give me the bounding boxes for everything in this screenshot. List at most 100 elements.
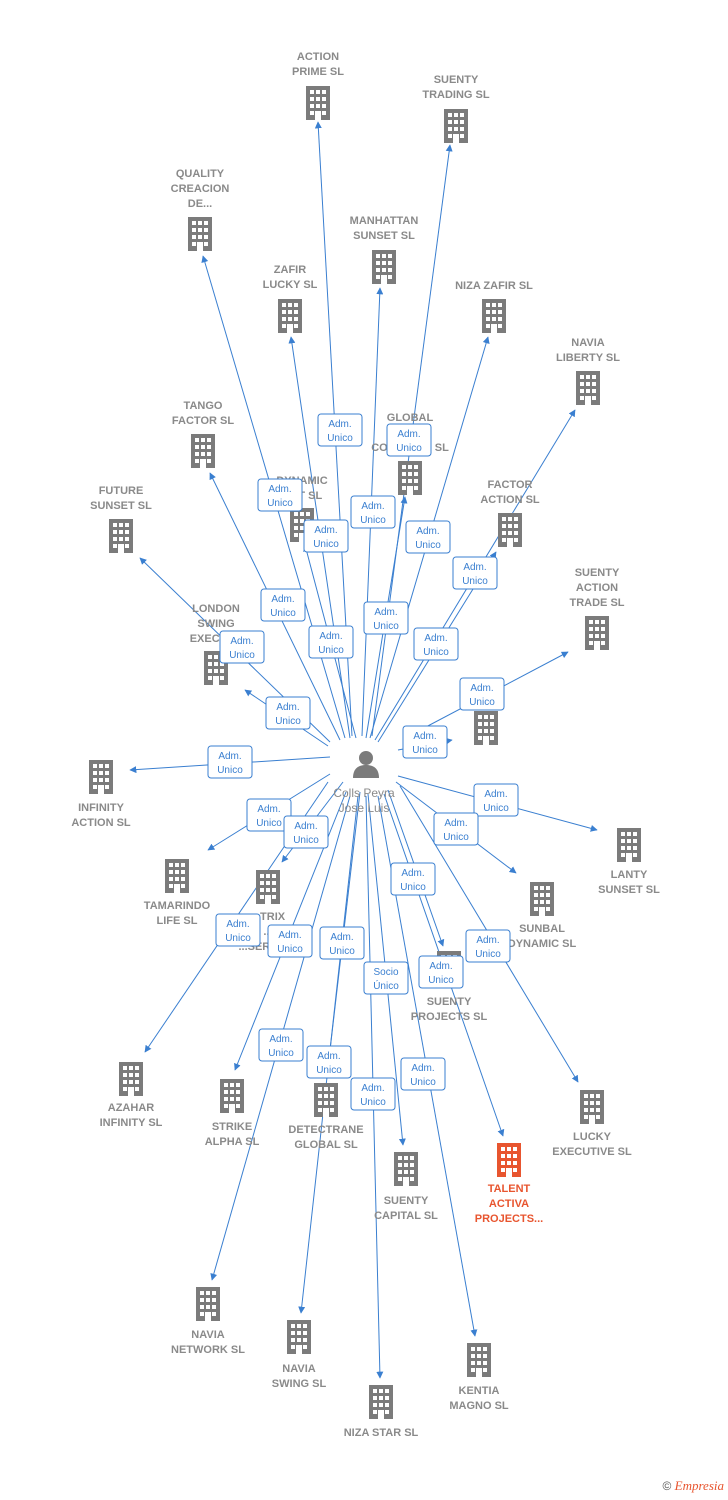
edge-label-text: Unico — [415, 540, 441, 551]
edge-label-kentia-magno: Adm.Unico — [400, 1057, 446, 1091]
company-label-suenty-projects-line1: SUENTY — [427, 996, 472, 1008]
person-node[interactable]: Colls Peyra Jose Luis — [333, 751, 395, 815]
company-label-navia-network-line2: NETWORK SL — [171, 1344, 245, 1356]
edge-label-text: Adm. — [429, 961, 452, 972]
edge-label-text: Unico — [329, 946, 355, 957]
company-label-suenty-action-trade-line3: TRADE SL — [570, 597, 625, 609]
edge-label-text: Adm. — [268, 484, 291, 495]
company-label-suenty-capital-line1: SUENTY — [384, 1195, 429, 1207]
edge-label-suenty-action-trade: Adm.Unico — [459, 677, 505, 711]
building-icon — [369, 1385, 393, 1419]
edge-label-text: Único — [373, 979, 399, 992]
edge-label-sunbal-dynamic: Adm.Unico — [433, 812, 479, 846]
company-label-zafir-lucky-line2: LUCKY SL — [263, 279, 318, 291]
building-icon — [278, 299, 302, 333]
building-icon — [394, 1152, 418, 1186]
building-icon — [580, 1090, 604, 1124]
company-label-sunbal-dynamic-line2: DYNAMIC SL — [508, 938, 577, 950]
building-icon — [314, 1083, 338, 1117]
company-label-action-prime-line2: PRIME SL — [292, 66, 344, 78]
building-icon — [191, 434, 215, 468]
edge-label-suenty-projects: Adm.Unico — [390, 862, 436, 896]
edge-label-text: Unico — [267, 498, 293, 509]
building-icon — [617, 828, 641, 862]
edge-label-lucky-executive: Adm. Unico — [465, 929, 511, 963]
company-label-suenty-capital-line2: CAPITAL SL — [374, 1210, 438, 1222]
edge-label-text: Adm. — [314, 525, 337, 536]
company-label-lanty-sunset-line2: SUNSET SL — [598, 884, 660, 896]
person-icon — [353, 751, 379, 778]
building-icon — [498, 513, 522, 547]
company-label-navia-swing-line1: NAVIA — [282, 1363, 315, 1375]
edge-label-text: Adm. — [361, 501, 384, 512]
edge-label-text: Adm. — [294, 821, 317, 832]
person-name-line2: Jose Luis — [339, 801, 390, 815]
edge-label-strike-alpha: Adm.Unico — [267, 924, 313, 958]
edge-label-text: Adm. — [424, 633, 447, 644]
company-node-niza-zafir[interactable]: NIZA ZAFIR SL — [455, 280, 533, 333]
brand-logo: Empresia — [674, 1478, 724, 1493]
edge-label-text: Unico — [275, 716, 301, 727]
edge-label-text: Unico — [268, 1048, 294, 1059]
edge-label-text: Unico — [229, 650, 255, 661]
building-icon — [287, 1320, 311, 1354]
company-label-azahar-infinity-line1: AZAHAR — [108, 1102, 154, 1114]
edge-label-text: Adm. — [271, 594, 294, 605]
company-label-zafir-lucky-line1: ZAFIR — [274, 264, 306, 276]
company-node-suenty-capital[interactable]: SUENTY CAPITAL SL — [374, 1152, 438, 1222]
company-label-tamarindo-life-line1: TAMARINDO — [144, 900, 211, 912]
company-label-quality-creacion-line2: CREACION — [171, 183, 230, 195]
company-label-future-sunset-line1: FUTURE — [99, 485, 144, 497]
edge-label-text: Unico — [400, 882, 426, 893]
company-label-lucky-executive-line2: EXECUTIVE SL — [552, 1146, 632, 1158]
edge-label-text: Unico — [316, 1065, 342, 1076]
edge-label-text: Adm. — [444, 818, 467, 829]
edge-label-text: Unico — [293, 835, 319, 846]
edge-label-text: Adm. — [257, 804, 280, 815]
company-node-quality-creacion[interactable]: QUALITYCREACIONDE... — [171, 168, 230, 251]
edge-label-text: Unico — [475, 949, 501, 960]
edge-label-matrix-servic: Adm. Unico — [283, 815, 329, 849]
edge-label-navia-network: Adm.Unico — [258, 1028, 304, 1062]
edge-label-text: Adm. — [476, 935, 499, 946]
edge-label-text: Adm. — [374, 607, 397, 618]
edge-label-text: Socio — [373, 967, 398, 978]
company-node-talent-activa[interactable]: TALENTACTIVAPROJECTS... — [475, 1143, 543, 1225]
edge-label-text: Adm. — [226, 919, 249, 930]
building-icon — [188, 217, 212, 251]
edge-label-text: Adm. — [411, 1063, 434, 1074]
company-label-niza-zafir-line1: NIZA ZAFIR SL — [455, 280, 533, 292]
company-label-tamarindo-life-line2: LIFE SL — [157, 915, 198, 927]
company-label-kentia-magno-line2: MAGNO SL — [449, 1400, 509, 1412]
company-label-tango-factor-line2: FACTOR SL — [172, 415, 234, 427]
edge-label-s-sl: Adm.Unico — [402, 725, 448, 759]
company-node-tamarindo-life[interactable]: TAMARINDO LIFE SL — [144, 859, 211, 927]
company-label-factor-action-line1: FACTOR — [487, 479, 532, 491]
edge-label-text: Adm. — [276, 702, 299, 713]
footer: © Empresia — [662, 1478, 724, 1494]
company-node-zafir-lucky[interactable]: ZAFIR LUCKY SL — [263, 264, 318, 333]
company-node-niza-star[interactable]: NIZA STAR SL — [344, 1385, 419, 1439]
building-icon — [109, 519, 133, 553]
